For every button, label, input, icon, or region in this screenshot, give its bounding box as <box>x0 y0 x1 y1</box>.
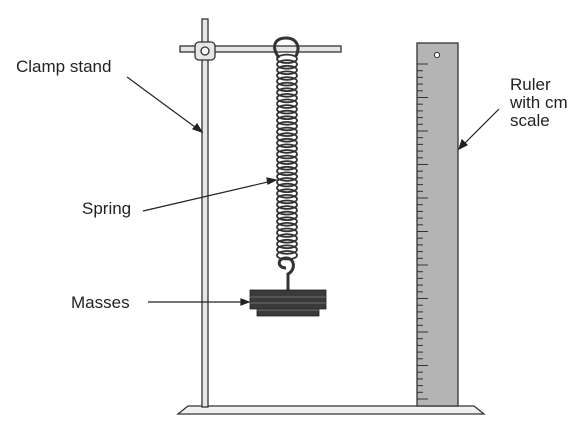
spring <box>276 53 298 261</box>
spring-coil <box>276 126 298 137</box>
spring-coil <box>276 132 298 143</box>
clamp-stand-leader <box>126 76 200 131</box>
clamp-stand-arrowhead <box>191 122 204 134</box>
masses-arrowhead <box>240 298 251 306</box>
spring-coil <box>276 165 298 177</box>
spring-coil <box>276 182 298 193</box>
spring-coil <box>276 121 298 132</box>
spring-coil <box>276 177 298 188</box>
spring-coil <box>276 98 298 109</box>
ruler-label: Ruler with cm scale <box>510 76 580 130</box>
spring-coil <box>276 143 298 154</box>
spring-coil <box>276 115 298 126</box>
spring-coil <box>276 205 298 216</box>
ruler-label-line: Ruler <box>510 75 551 94</box>
leader-lines <box>126 76 500 306</box>
spring-coil <box>276 154 298 165</box>
stand-rod <box>201 18 209 408</box>
spring-coil <box>276 188 298 199</box>
spring-leader <box>142 180 273 212</box>
spring-coil <box>276 216 298 227</box>
spring-coil <box>276 53 298 64</box>
masses-label: Masses <box>71 293 130 312</box>
spring-coil <box>276 93 298 104</box>
clamp-bar <box>179 45 342 53</box>
spring-top-hook <box>273 36 300 59</box>
ruler-leader <box>461 108 500 147</box>
spring-coil <box>276 149 298 160</box>
clamp-stand-label: Clamp stand <box>16 57 112 76</box>
spring-coil <box>276 70 298 81</box>
spring-coil <box>276 233 298 244</box>
spring-coil <box>276 87 298 98</box>
spring-coil <box>276 244 298 255</box>
spring-coil <box>276 194 298 205</box>
ruler-hole <box>433 51 441 59</box>
spring-label: Spring <box>82 199 132 218</box>
spring-coil <box>276 199 298 210</box>
spring-coil <box>276 137 298 149</box>
spring-coil <box>276 81 298 93</box>
boss-clamp <box>194 41 216 61</box>
spring-arrowhead <box>266 177 278 185</box>
spring-coil <box>276 104 298 115</box>
ruler-label-line: scale <box>510 111 550 130</box>
spring-coil <box>276 171 298 182</box>
spring-coil <box>276 109 298 121</box>
spring-coil <box>276 76 298 87</box>
ruler-arrowhead <box>457 138 469 151</box>
mass-disc <box>249 289 327 298</box>
ruler-body <box>416 42 459 407</box>
spring-coil <box>276 238 298 250</box>
spring-coil <box>276 160 298 171</box>
masses <box>249 289 327 317</box>
spring-coil <box>276 227 298 238</box>
ruler-scale-ticks <box>417 63 428 400</box>
spring-coil <box>276 64 298 76</box>
spring-bottom-hook <box>277 256 295 290</box>
stand-base <box>176 405 486 415</box>
spring-coil <box>276 222 298 233</box>
spring-coil <box>276 59 298 70</box>
ruler-label-line: with cm <box>510 93 568 112</box>
ruler <box>416 42 459 407</box>
spring-coil <box>276 210 298 221</box>
